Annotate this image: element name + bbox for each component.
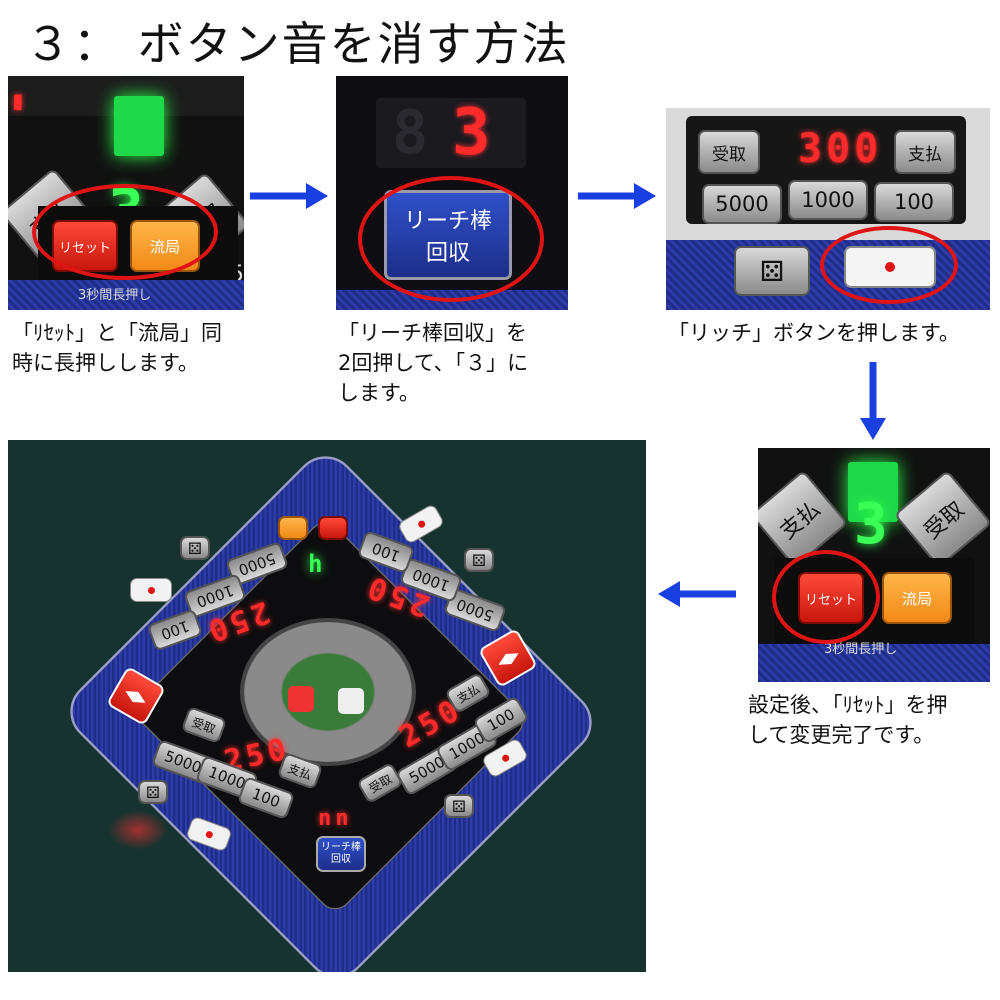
reach-recover-button[interactable]: リーチ棒 回収 xyxy=(316,836,366,872)
step-4-caption: 設定後、「ﾘｾｯﾄ」を押 して変更完了です。 xyxy=(748,693,948,747)
photo-step-2: 8 3 リーチ棒 回収 xyxy=(336,76,568,310)
arrow-left-icon xyxy=(658,581,736,607)
score-display: 300 xyxy=(798,126,883,172)
highlight-ring xyxy=(820,226,958,304)
red-led-digit: 3 xyxy=(452,96,495,170)
dice-button[interactable]: ⚄ xyxy=(464,548,494,572)
ryukyoku-button[interactable]: 流局 xyxy=(882,572,952,624)
dice-button[interactable]: ⚄ xyxy=(180,536,210,560)
highlight-ring xyxy=(358,176,544,302)
arrow-right-icon xyxy=(578,183,656,209)
green-led-digit: 3 xyxy=(854,492,888,557)
ryukyoku-button-small[interactable] xyxy=(278,516,308,540)
arrow-down-icon xyxy=(860,362,886,440)
reset-button-small[interactable] xyxy=(318,516,348,540)
photo-step-4: 3 支払 受取 リセット 流局 3秒間長押し xyxy=(758,448,990,682)
shiharai-key[interactable]: 支払 xyxy=(894,130,956,174)
hold-label: 3秒間長押し xyxy=(824,642,898,657)
uketori-key[interactable]: 受取 xyxy=(698,130,760,174)
uketori-key[interactable]: 受取 xyxy=(893,469,990,569)
photo-full-panel: 250 250 250 250 5000 1000 100 受取 支払 5000… xyxy=(8,440,646,972)
dice-cup xyxy=(240,618,416,766)
riichi-button[interactable] xyxy=(130,578,172,602)
dice-icon xyxy=(338,688,364,714)
photo-step-1: ▮ 3 支払 受取 5 リセット 流局 3秒間長押し xyxy=(8,76,244,310)
photo-step-3: 受取 300 支払 5000 1000 100 ⚄ xyxy=(666,108,990,310)
hold-label: 3秒間長押し xyxy=(78,288,152,303)
dice-icon: ⚄ xyxy=(188,538,202,558)
key-5000[interactable]: 5000 xyxy=(702,184,782,224)
key-1000[interactable]: 1000 xyxy=(788,180,868,220)
red-dot-icon xyxy=(500,753,510,763)
page-title: ３： ボタン音を消す方法 xyxy=(25,17,570,71)
key-100[interactable]: 100 xyxy=(874,182,954,222)
dice-button[interactable]: ⚄ xyxy=(734,246,810,296)
dice-button[interactable]: ⚄ xyxy=(444,794,474,818)
red-dot-icon xyxy=(204,829,214,839)
step-3-caption: 「リッチ」ボタンを押します。 xyxy=(668,321,960,345)
dice-icon: ⚄ xyxy=(146,782,160,802)
dice-icon: ⚄ xyxy=(452,796,466,816)
arrow-right-icon xyxy=(250,183,328,209)
dice-icon: ⚄ xyxy=(472,550,486,570)
red-dot-icon xyxy=(416,519,426,529)
dice-icon: ⚄ xyxy=(759,254,785,288)
dice-icon xyxy=(288,686,314,712)
step-1-caption: 「ﾘｾｯﾄ」と「流局」同 時に長押しします。 xyxy=(12,321,222,375)
highlight-ring xyxy=(772,550,880,644)
small-display: nn xyxy=(318,806,353,831)
step-2-caption: 「リーチ棒回収」を 2回押して、「３」に します。 xyxy=(338,321,529,405)
red-led-digit: ▮ xyxy=(10,86,30,116)
dim-digit: 8 xyxy=(392,98,433,168)
highlight-ring xyxy=(32,184,218,280)
dice-button[interactable]: ⚄ xyxy=(138,780,168,804)
green-led-digit: h xyxy=(308,550,323,578)
red-dot-icon xyxy=(147,586,155,594)
